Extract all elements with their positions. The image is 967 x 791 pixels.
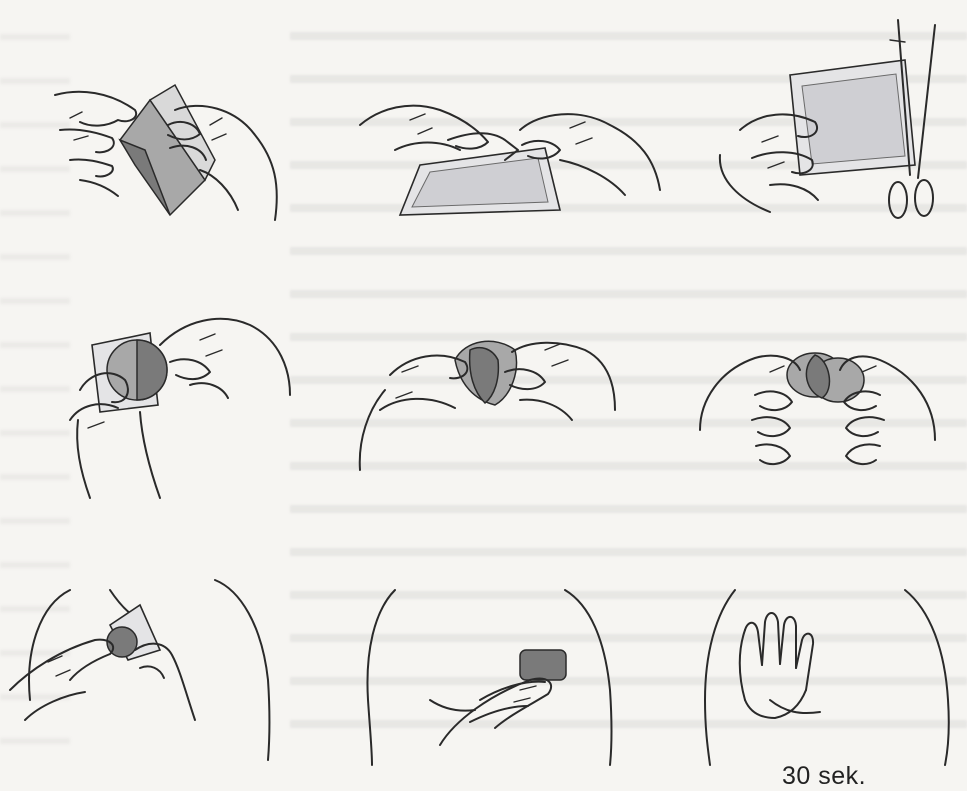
tear-pouch-icon: [360, 106, 660, 215]
duration-caption: 30 sek.: [782, 762, 866, 791]
fold-pad-icon: [700, 353, 935, 464]
apply-pad-chest-icon: [10, 580, 270, 760]
peel-backing-icon: [360, 341, 615, 470]
press-pad-chest-icon: [367, 590, 611, 765]
peel-pouch-icon: [55, 85, 277, 220]
remove-pad-icon: [70, 319, 290, 498]
cut-pouch-icon: [720, 20, 935, 218]
hold-palm-chest-icon: [705, 590, 949, 765]
